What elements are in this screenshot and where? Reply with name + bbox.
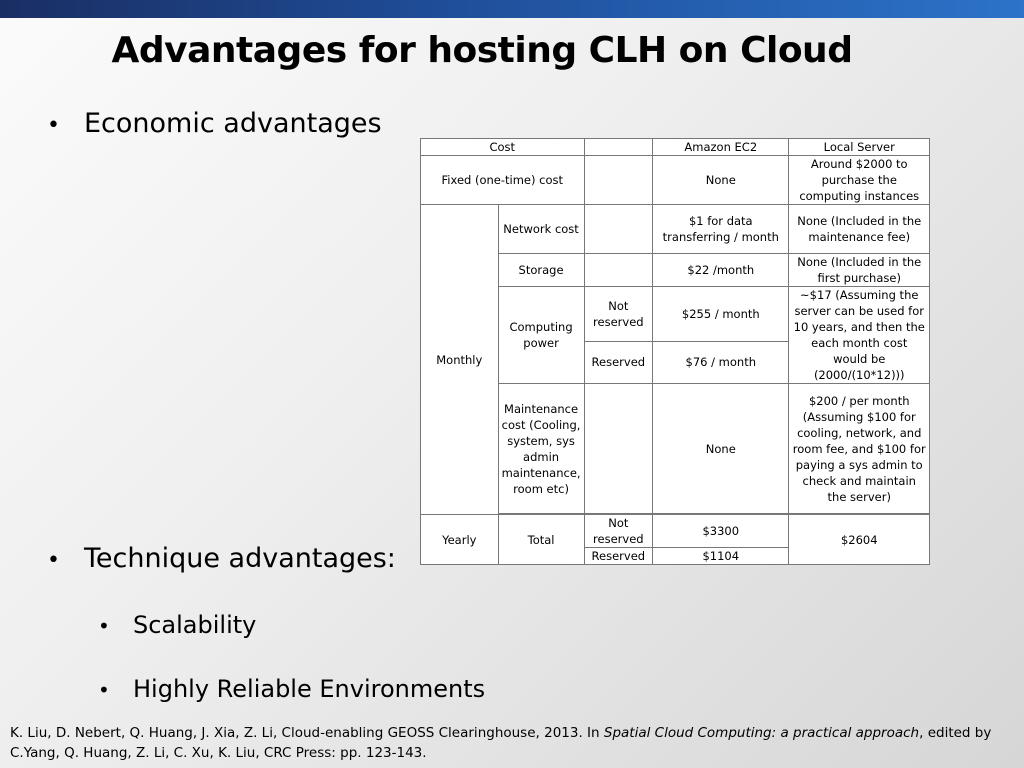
yearly-not-reserved-amazon: $3300 — [652, 514, 790, 548]
blank-cell — [583, 204, 654, 254]
citation: K. Liu, D. Nebert, Q. Huang, J. Xia, Z. … — [10, 723, 1014, 763]
network-cost-local: None (Included in the maintenance fee) — [788, 204, 930, 254]
blank-cell — [583, 383, 654, 514]
fixed-cost-amazon: None — [652, 155, 790, 205]
blank-cell — [583, 253, 654, 287]
monthly-label: Monthly — [420, 204, 499, 515]
storage-amazon: $22 /month — [652, 253, 790, 287]
maintenance-local: $200 / per month (Assuming $100 for cool… — [788, 383, 930, 514]
maintenance-label: Maintenance cost (Cooling, system, sys a… — [497, 383, 585, 514]
citation-prefix: K. Liu, D. Nebert, Q. Huang, J. Xia, Z. … — [10, 725, 604, 741]
blank-cell — [583, 155, 654, 205]
table-row: Storage $22 /month None (Included in the… — [421, 253, 930, 287]
bullet-dot: • — [47, 113, 60, 138]
yearly-label: Yearly — [420, 514, 499, 565]
bullet-dot: • — [98, 614, 110, 638]
yearly-total-label: Total — [497, 514, 585, 565]
yearly-reserved-amazon: $1104 — [652, 547, 790, 565]
fixed-cost-label: Fixed (one-time) cost — [420, 155, 585, 205]
table-row: Computing power Not reserved $255 / mont… — [421, 286, 930, 384]
yearly-local: $2604 — [788, 514, 930, 565]
header-local: Local Server — [788, 138, 930, 156]
table-row: Maintenance cost (Cooling, system, sys a… — [421, 383, 930, 514]
header-cost: Cost — [420, 138, 585, 156]
storage-local: None (Included in the first purchase) — [788, 253, 930, 287]
table-row: Fixed (one-time) cost None Around $2000 … — [420, 155, 930, 205]
table-row: Yearly Total Not reserved $3300 $2604 — [420, 514, 930, 565]
bullet-dot: • — [98, 678, 110, 702]
cost-comparison-table: Cost Amazon EC2 Local Server Fixed (one-… — [420, 138, 930, 565]
fixed-cost-local: Around $2000 to purchase the computing i… — [788, 155, 930, 205]
bullet-dot: • — [47, 548, 60, 573]
top-banner — [0, 0, 1024, 18]
table-row: Reserved $76 / month — [421, 340, 930, 385]
computing-reserved-amazon: $76 / month — [652, 340, 790, 385]
sub-bullet-reliable: • Highly Reliable Environments — [98, 675, 485, 703]
sub-bullet-scalability-text: Scalability — [133, 611, 257, 639]
header-blank — [583, 138, 654, 156]
network-cost-amazon: $1 for data transferring / month — [652, 204, 790, 254]
computing-local: ~$17 (Assuming the server can be used fo… — [788, 286, 930, 384]
yearly-not-reserved-label: Not reserved — [583, 514, 654, 548]
network-cost-label: Network cost — [497, 204, 585, 254]
sub-bullet-scalability: • Scalability — [98, 611, 256, 639]
storage-label: Storage — [497, 253, 585, 287]
sub-bullet-reliable-text: Highly Reliable Environments — [133, 675, 486, 703]
citation-book-title: Spatial Cloud Computing: a practical app… — [603, 725, 920, 741]
slide-title: Advantages for hosting CLH on Cloud — [111, 30, 853, 71]
bullet-economic-text: Economic advantages — [84, 108, 382, 139]
computing-not-reserved-amazon: $255 / month — [652, 286, 790, 342]
bullet-economic: • Economic advantages — [47, 108, 382, 139]
computing-power-label: Computing power — [497, 286, 585, 384]
citation-suffix: , edited by C.Yang, Q. Huang, Z. Li, C. … — [10, 725, 992, 761]
bullet-technique: • Technique advantages: — [47, 543, 396, 574]
header-amazon: Amazon EC2 — [652, 138, 790, 156]
table-row: Monthly Network cost $1 for data transfe… — [420, 204, 930, 515]
bullet-technique-text: Technique advantages: — [84, 543, 396, 574]
table-row: Cost Amazon EC2 Local Server — [420, 138, 930, 156]
yearly-reserved-label: Reserved — [583, 547, 654, 565]
table-row: Reserved $1104 — [421, 547, 930, 565]
computing-not-reserved-label: Not reserved — [583, 286, 654, 342]
maintenance-amazon: None — [652, 383, 790, 514]
computing-reserved-label: Reserved — [583, 340, 654, 385]
